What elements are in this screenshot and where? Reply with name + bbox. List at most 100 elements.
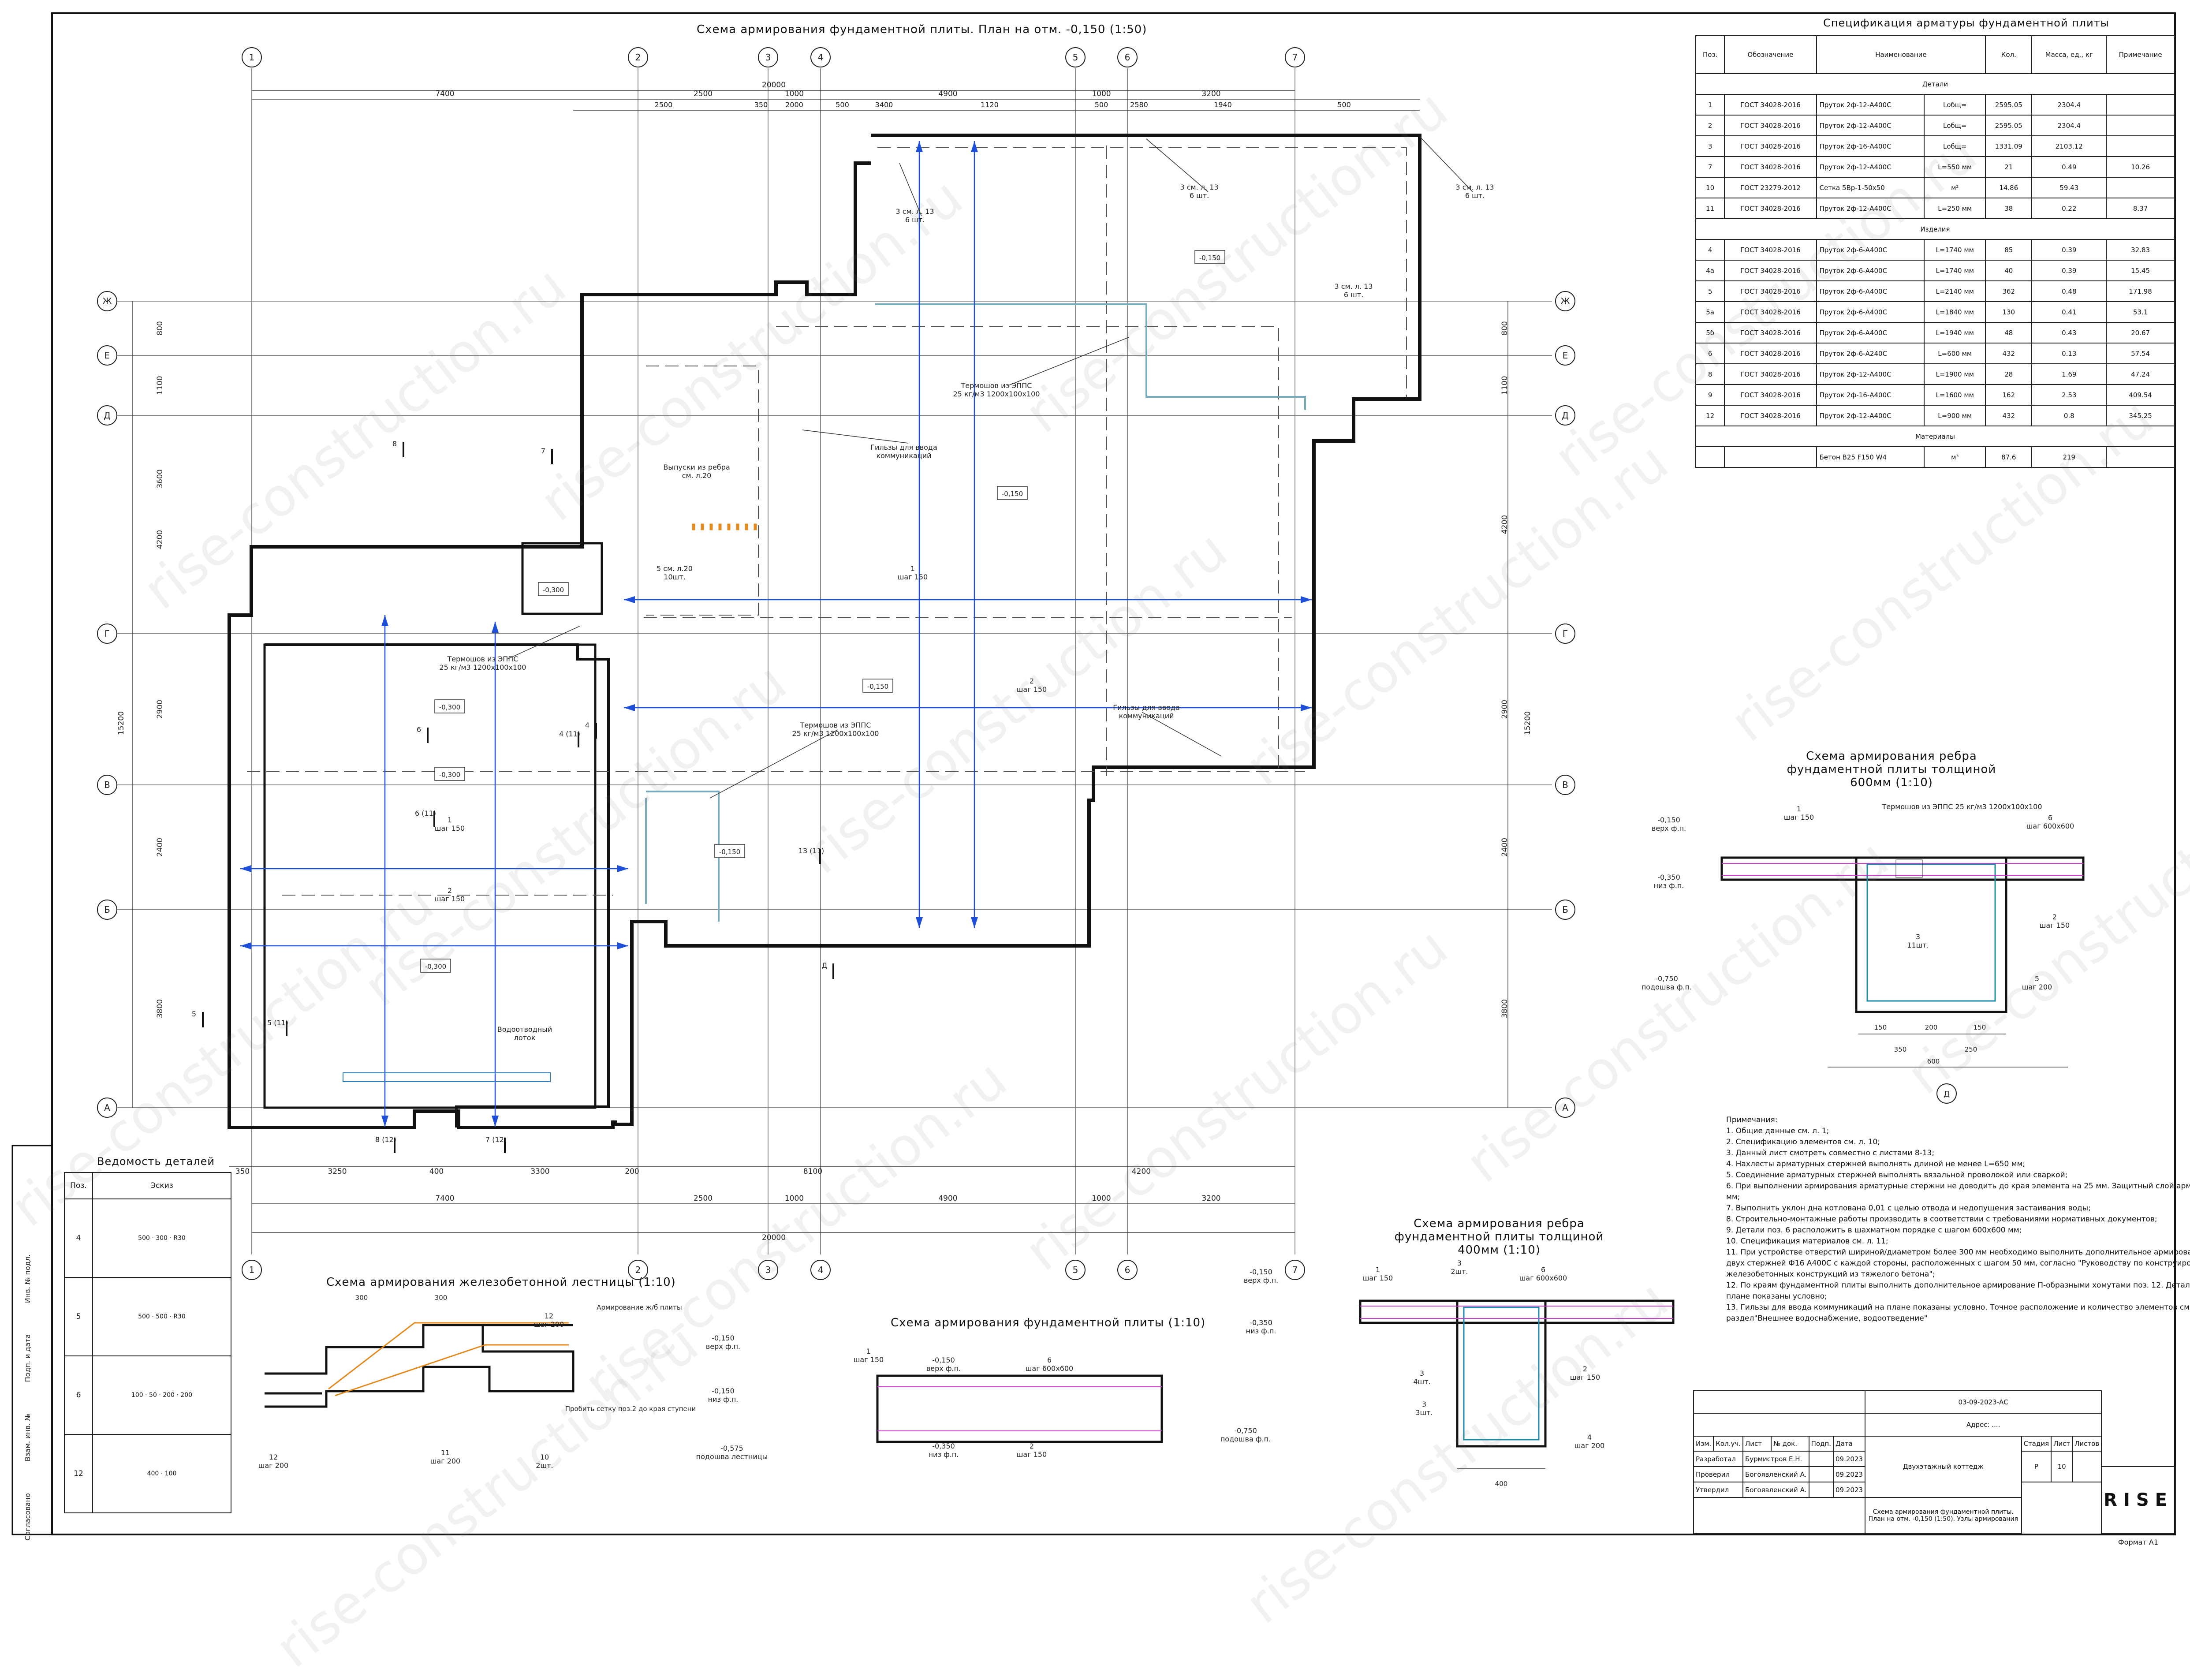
spec-cell: 0.48 [2031,280,2107,302]
spec-cell: Пруток 2ф-16-А400С [1816,135,1925,157]
insulation-line-2 [646,791,720,922]
spec-cell: м³ [1924,446,1986,468]
axis-bubble-right-А [1555,1098,1575,1118]
section-label: 6 (11) [415,809,436,818]
axis-label-right-Г: Г [1563,628,1568,639]
spec-cell: L=1840 мм [1924,301,1986,323]
axis-bubble-left-Ж [97,291,117,311]
dim-top-2: 2000 [785,101,803,109]
ved-title: Ведомость деталей [97,1155,215,1168]
dim-top-2: 3400 [875,101,893,109]
spec-cell: ГОСТ 34028-2016 [1724,156,1817,178]
slab-title: Схема армирования фундаментной плиты (1:… [891,1316,1206,1329]
dim-bottom-2: 1000 [785,1194,804,1203]
spec-cell: 0.13 [2031,343,2107,364]
note-line: 4. Нахлесты арматурных стержней выполнят… [1726,1160,2026,1169]
note-line: 13. Гильзы для ввода коммуникаций на пла… [1726,1303,2190,1312]
leader-line [1007,337,1129,386]
section-label: 4 (11) [559,730,580,738]
spec-cell: ГОСТ 34028-2016 [1724,405,1817,426]
dim-top-1: 3200 [1201,90,1220,98]
note-line: 1. Общие данные см. л. 1; [1726,1127,1829,1135]
axis-label-left-Е: Е [104,350,110,361]
spec-cell: 5а [1695,301,1725,323]
ved-head: Поз. [64,1172,93,1199]
level-label: -0,300 [543,586,564,594]
axis-bubble-top-7 [1285,47,1305,67]
spec-cell: Пруток 2ф-12-А400С [1816,156,1925,178]
leader-line [709,729,838,799]
level-label: -0,150 [719,848,740,856]
section-label: 7 [541,447,545,455]
spec-header-cell: Обозначение [1724,35,1817,74]
axis-bubble-right-Ж [1555,291,1575,311]
insulation-line-1 [875,303,1306,410]
dim-left: 2400 [156,838,164,857]
note-line: 2. Спецификацию элементов см. л. 10; [1726,1138,1880,1146]
note-line: 11. При устройстве отверстий шириной/диа… [1726,1248,2190,1257]
spec-cell: 87.6 [1985,446,2033,468]
spec-group: Изделия [1695,218,2175,240]
stair-label: Пробить сетку поз.2 до края ступени [565,1405,696,1413]
spec-cell: Пруток 2ф-12-А400С [1816,363,1925,385]
axis-label-right-А: А [1562,1102,1568,1113]
leader-line [802,429,909,444]
axis-bubble-top-5 [1065,47,1086,67]
rib400-title: Схема армирования ребра фундаментной пли… [1394,1217,1604,1257]
axis-bubble-right-Г [1555,623,1575,644]
spec-cell: L=1600 мм [1924,384,1986,406]
stair-dim: 300 [435,1294,448,1302]
section-label: 5 (11) [267,1019,288,1027]
stair-title: Схема армирования железобетонной лестниц… [326,1276,676,1289]
spec-cell: 219 [2031,446,2107,468]
dim-left: 3800 [156,999,164,1018]
ved-sketch: 500 · 300 · R30 [92,1198,231,1278]
spec-cell: 409.54 [2106,384,2175,406]
section-label: 8 (12) [375,1135,396,1144]
spec-cell: 32.83 [2106,239,2175,261]
spec-cell: L=1740 мм [1924,239,1986,261]
dim-right-total: 15200 [1523,711,1532,735]
rib600-ins-note: Термошов из ЭППС 25 кг/м3 1200х100х100 [1881,803,2042,811]
rib600-dim: 350 [1894,1045,1907,1053]
ved-sketch: 400 · 100 [92,1434,231,1513]
spec-cell: 171.98 [2106,280,2175,302]
stamp-person: Богоявленский А. [1742,1482,1809,1498]
sidebar-label: Согласовано [23,1493,32,1540]
spec-cell: 28 [1985,363,2033,385]
spec-cell: 1.69 [2031,363,2107,385]
spec-cell: 53.1 [2106,301,2175,323]
stamp-col: Кол.уч. [1713,1435,1743,1452]
slab-outline [228,134,1421,1129]
stamp-stage-v: 10 [2051,1451,2073,1483]
section-label: 6 [417,725,421,734]
axis-label-left-Д: Д [104,410,111,421]
outlet-mark [718,523,722,530]
dim-top-total: 20000 [762,81,786,90]
spec-cell: 3 [1695,135,1725,157]
axis-label-bottom-3: 3 [765,1265,771,1275]
drain-tray [343,1072,551,1082]
spec-cell: 48 [1985,322,2033,343]
spec-header-cell: Наименование [1816,35,1986,74]
axis-bubble-top-2 [628,47,648,67]
dim-top-2: 2500 [655,101,673,109]
